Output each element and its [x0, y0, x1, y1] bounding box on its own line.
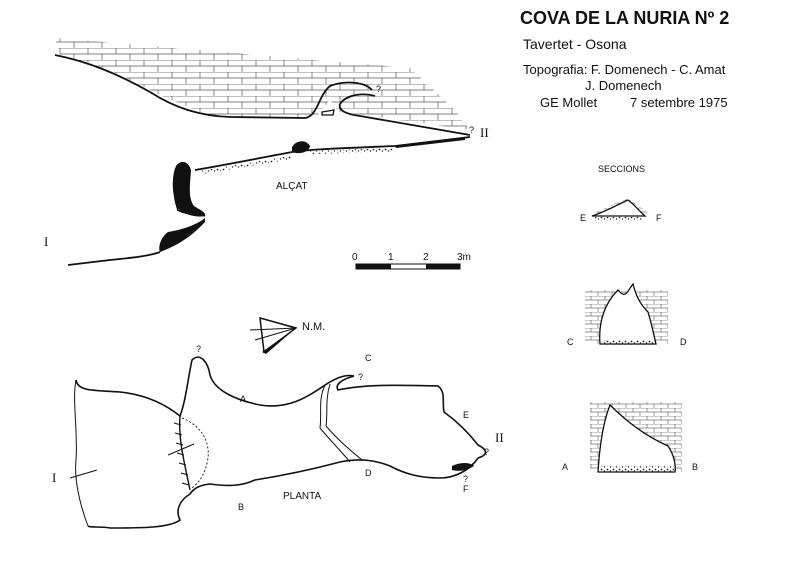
section-ef: E F [580, 198, 662, 223]
profile-filled-rock-upper [172, 161, 206, 217]
plan-section: PLANTA I II A B C D E F ? ? ? ? [52, 344, 504, 529]
plan-passage-wave-2 [325, 383, 363, 461]
section-ab-label-a: A [562, 462, 568, 472]
cross-sections: SECCIONS E F C D A B [562, 164, 698, 473]
north-label: N.M. [302, 321, 325, 333]
profile-entrance-marker: I [44, 234, 48, 249]
survey-date: 7 setembre 1975 [630, 95, 728, 110]
section-ab-label-b: B [692, 462, 698, 472]
profile-lower-floor [67, 251, 161, 266]
plan-letter-c: C [365, 353, 372, 363]
plan-passage-wave-1 [319, 384, 351, 463]
location-label: Tavertet - Osona [523, 36, 627, 52]
profile-label: ALÇAT [276, 181, 308, 192]
north-arrow: N.M. [249, 316, 325, 354]
section-ef-label-f: F [656, 213, 662, 223]
profile-block-1 [292, 141, 310, 154]
scale-tick-3m: 3m [457, 252, 471, 263]
plan-end-marker: II [495, 430, 504, 445]
plan-divider [178, 415, 191, 491]
topography-credit-cont: J. Domenech [585, 78, 662, 93]
plan-entrance-arrow [69, 469, 98, 479]
sections-title: SECCIONS [598, 164, 645, 174]
section-ab: A B [562, 402, 698, 473]
section-cd: C D [567, 282, 687, 347]
plan-letter-f: F [463, 484, 469, 494]
plan-letter-e: E [463, 410, 469, 420]
profile-filled-rock-lower [159, 218, 205, 252]
plan-unknown-3: ? [484, 447, 489, 457]
plan-west-wall [74, 379, 89, 527]
section-cd-label-c: C [567, 337, 574, 347]
plan-unknown-4: ? [463, 474, 468, 484]
plan-label: PLANTA [283, 491, 321, 502]
profile-rock-hatching [55, 38, 470, 130]
plan-south-wall [87, 457, 479, 529]
plan-unknown-2: ? [358, 372, 363, 382]
profile-unknown-marker-b: ? [469, 125, 474, 135]
plan-dashed-outline [181, 417, 209, 489]
profile-block-2 [395, 137, 465, 148]
plan-letter-b: B [238, 502, 244, 512]
scale-bar: 0 1 2 3m [352, 252, 471, 270]
survey-title: COVA DE LA NURIA Nº 2 [520, 8, 730, 28]
section-ef-label-e: E [580, 213, 586, 223]
section-cd-label-d: D [680, 337, 687, 347]
scale-tick-1: 1 [388, 252, 394, 263]
club-label: GE Mollet [540, 95, 598, 110]
plan-letter-d: D [365, 468, 372, 478]
scale-tick-0: 0 [352, 252, 358, 263]
plan-unknown-1: ? [196, 344, 201, 354]
topography-credit: Topografia: F. Domenech - C. Amat [523, 62, 726, 77]
profile-end-marker: II [480, 125, 489, 140]
profile-section: ALÇAT I II ? ? [44, 38, 489, 266]
plan-north-wall-2 [336, 375, 487, 459]
plan-north-wall [75, 356, 355, 418]
profile-ceiling-line-2 [338, 93, 471, 136]
plan-end-block [452, 463, 474, 471]
profile-unknown-marker-a: ? [376, 84, 381, 94]
scale-tick-2: 2 [423, 252, 429, 263]
profile-ceiling-line [54, 54, 373, 119]
plan-letter-a: A [240, 394, 246, 404]
plan-inner-arrow [167, 443, 195, 456]
plan-entrance-marker: I [52, 470, 56, 485]
